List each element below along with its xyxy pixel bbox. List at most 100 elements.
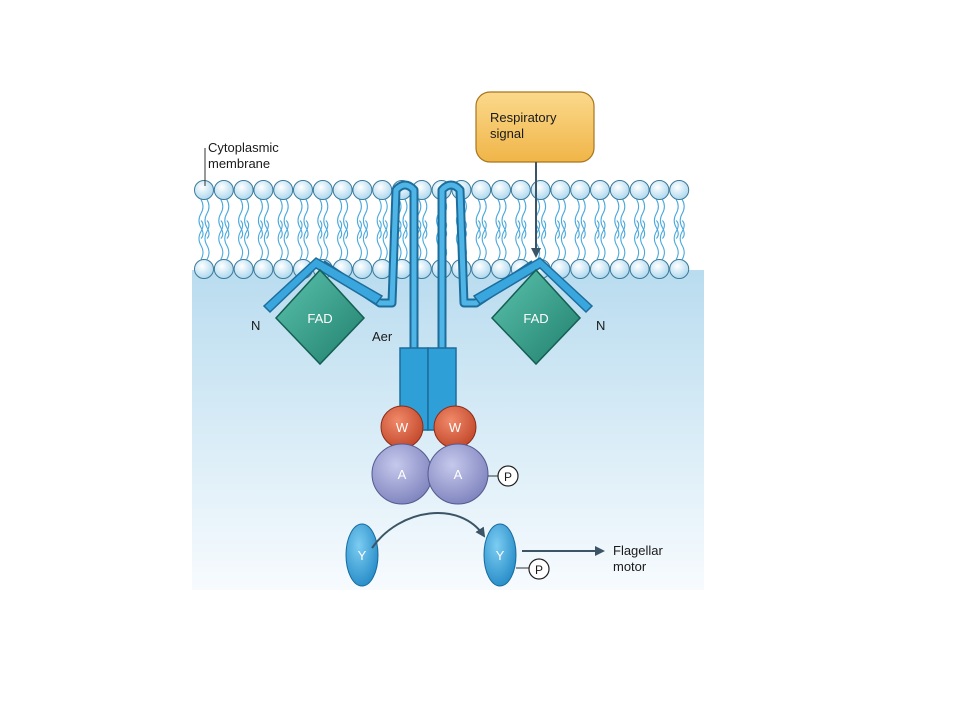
lipid-tail bbox=[481, 199, 487, 239]
lipid-head bbox=[649, 180, 670, 200]
lipid-tail bbox=[495, 199, 501, 239]
lipid-head bbox=[194, 259, 214, 279]
lipid-head bbox=[510, 180, 531, 200]
lipid-tail bbox=[356, 199, 362, 239]
lipid-tail bbox=[362, 199, 368, 239]
lipid-head bbox=[194, 180, 214, 200]
lipid-tail bbox=[481, 220, 487, 260]
lipid-tail bbox=[653, 199, 659, 239]
lipid-tail bbox=[521, 199, 527, 239]
w-label: W bbox=[396, 420, 409, 435]
lipid-tail bbox=[337, 199, 343, 239]
lipid-tail bbox=[257, 220, 263, 260]
y-protein-free: Y bbox=[345, 523, 379, 587]
lipid-head bbox=[629, 259, 650, 279]
lipid-head bbox=[550, 180, 571, 200]
lipid-tail bbox=[679, 199, 685, 239]
a-label: A bbox=[398, 467, 407, 482]
lipid-head bbox=[352, 180, 373, 200]
lipid-tail bbox=[574, 220, 580, 260]
lipid-head bbox=[293, 180, 313, 200]
lipid-tail bbox=[277, 220, 283, 260]
lipid-tail bbox=[554, 199, 560, 239]
lipid-head bbox=[669, 259, 690, 279]
lipid-head bbox=[590, 259, 610, 279]
lipid-tail bbox=[640, 220, 646, 260]
a-protein-left: A bbox=[371, 443, 433, 505]
lipid-tail bbox=[218, 199, 224, 239]
lipid-tail bbox=[244, 199, 250, 239]
lipid-head bbox=[609, 180, 630, 200]
lipid-tail bbox=[382, 220, 388, 260]
phosphotransfer-arrow bbox=[371, 512, 486, 549]
aer-label: Aer bbox=[372, 329, 393, 344]
lipid-tail bbox=[541, 199, 547, 239]
lipid-tail bbox=[198, 199, 204, 239]
fad-label: FAD bbox=[307, 311, 332, 326]
lipid-tail bbox=[257, 199, 263, 239]
lipid-head bbox=[491, 259, 511, 279]
pas-cap-right bbox=[472, 257, 594, 314]
lipid-head bbox=[669, 180, 690, 200]
a-label: A bbox=[454, 467, 463, 482]
lipid-head bbox=[233, 180, 254, 200]
lipid-tail bbox=[679, 220, 685, 260]
p-label: P bbox=[535, 563, 543, 577]
lipid-tail bbox=[620, 199, 626, 239]
lipid-tail bbox=[323, 220, 329, 260]
n-terminus-left-label: N bbox=[251, 318, 260, 333]
lipid-head bbox=[570, 259, 591, 279]
lipid-tail bbox=[634, 220, 640, 260]
lipid-tail bbox=[263, 199, 269, 239]
lipid-head bbox=[273, 180, 294, 200]
lipid-tail bbox=[515, 199, 521, 239]
lipid-tail bbox=[323, 199, 329, 239]
lipid-head bbox=[530, 180, 551, 200]
lipid-tail bbox=[560, 220, 566, 260]
phosphate-on-y: P bbox=[528, 558, 550, 580]
lipid-tail bbox=[218, 220, 224, 260]
lipid-tail bbox=[198, 220, 204, 260]
p-label: P bbox=[504, 470, 512, 484]
lipid-tail bbox=[382, 199, 388, 239]
fad-domain-right: FAD bbox=[490, 268, 582, 366]
output-label-line1: Flagellar bbox=[613, 543, 664, 558]
lipid-tail bbox=[673, 199, 679, 239]
lipid-tail bbox=[521, 220, 527, 260]
lipid-head bbox=[213, 180, 234, 200]
lipid-tail bbox=[402, 199, 408, 239]
lipid-tail bbox=[554, 220, 560, 260]
membrane-label-line1: Cytoplasmic bbox=[208, 140, 279, 155]
lipid-head bbox=[332, 180, 353, 200]
lipid-tail bbox=[356, 220, 362, 260]
lipid-tail bbox=[475, 220, 481, 260]
lipid-head bbox=[629, 180, 650, 200]
lipid-tail bbox=[634, 199, 640, 239]
lipid-head bbox=[570, 180, 591, 200]
lipid-tail bbox=[640, 199, 646, 239]
lipid-tail bbox=[580, 220, 586, 260]
membrane-label-line2: membrane bbox=[208, 156, 270, 171]
lipid-tail bbox=[303, 199, 309, 239]
a-protein-right: A bbox=[427, 443, 489, 505]
lipid-tail bbox=[283, 199, 289, 239]
lipid-tail bbox=[376, 199, 382, 239]
lipid-tail bbox=[244, 220, 250, 260]
lipid-head bbox=[312, 180, 333, 200]
phosphate-on-a: P bbox=[497, 465, 519, 487]
fad-domain-left: FAD bbox=[274, 268, 366, 366]
w-protein-right: W bbox=[433, 405, 477, 449]
y-label: Y bbox=[496, 548, 505, 563]
lipid-tail bbox=[600, 199, 606, 239]
lipid-head bbox=[273, 259, 294, 279]
w-label: W bbox=[449, 420, 462, 435]
lipid-tail bbox=[501, 220, 507, 260]
aer-receptor bbox=[262, 180, 594, 431]
lipid-head bbox=[649, 259, 670, 279]
lipid-tail bbox=[495, 220, 501, 260]
lipid-tail bbox=[277, 199, 283, 239]
lipid-tail bbox=[515, 220, 521, 260]
lipid-tail bbox=[422, 220, 428, 260]
lipid-tail bbox=[224, 220, 230, 260]
lipid-tail bbox=[317, 199, 323, 239]
